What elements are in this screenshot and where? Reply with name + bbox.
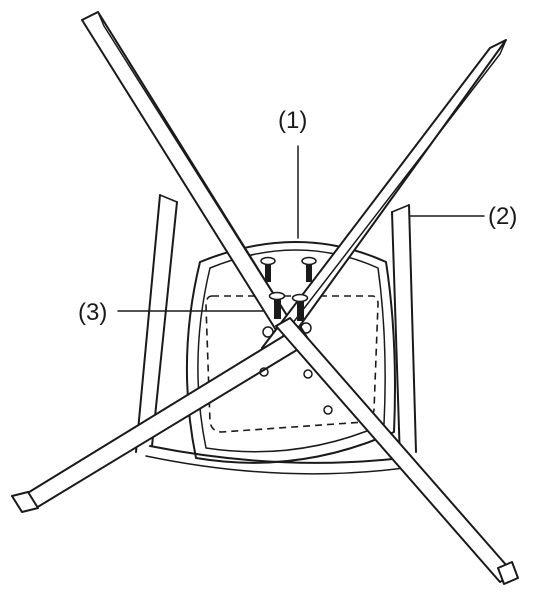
screw-top-right [301,256,317,282]
callout-3-label: (3) [78,299,107,326]
screw-bottom-right [291,293,309,321]
leg-bottom-left [11,325,311,513]
leg-top-left [81,11,302,347]
leg-bottom-right [275,317,519,585]
leg-bracket [259,322,333,415]
frame-rail-right [391,204,417,461]
callout-2-label: (2) [488,203,517,230]
screw-bottom-left [268,291,286,319]
screw-top-left [260,256,276,282]
callout-1-label: (1) [278,107,307,134]
frame-rail-left [135,194,178,453]
